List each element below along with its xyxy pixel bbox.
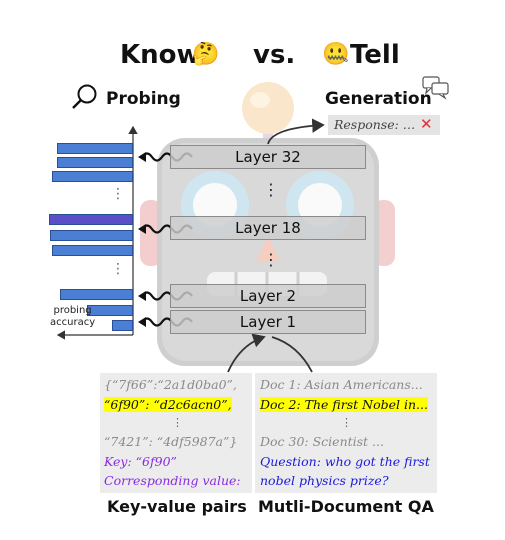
probe-bar-7: [60, 289, 133, 300]
generation-heading: Generation: [325, 89, 432, 109]
qa-question-line-2: nobel physics prize?: [260, 473, 389, 488]
qa-question-line-1: Question: who got the first: [260, 454, 430, 469]
multi-doc-qa-panel: Doc 1: Asian Americans... Doc 2: The fir…: [255, 373, 437, 493]
probe-bar-3: [52, 171, 133, 182]
qa-line-1: Doc 1: Asian Americans...: [260, 377, 423, 392]
probe-bar-2: [57, 157, 133, 168]
layer-2: Layer 2: [170, 284, 366, 308]
kv-line-1: {“7f66”:“2a1d0ba0”,: [104, 377, 237, 392]
probe-bar-4: [49, 214, 133, 225]
kv-key-query: Key: “6f90”: [104, 454, 177, 469]
layer-32: Layer 32: [170, 145, 366, 169]
magnifier-icon: [72, 84, 97, 109]
layer-ellipsis-top: ⋮: [263, 180, 279, 199]
kv-value-prompt: Corresponding value:: [104, 473, 241, 488]
kv-line-3: “7421”: “4df5987a”}: [104, 434, 238, 449]
response-box: Response: … ✕: [328, 115, 440, 135]
wrong-x-icon: ✕: [420, 115, 433, 133]
qa-line-2-highlighted: Doc 2: The first Nobel in...: [260, 397, 428, 412]
title-know: Know: [120, 40, 201, 70]
probing-axis-label-line1: probing: [53, 305, 92, 316]
layer-ellipsis-bottom: ⋮: [263, 250, 279, 269]
response-label: Response: …: [334, 117, 416, 132]
probing-axis-label-line2: accuracy: [50, 317, 96, 328]
layer-1: Layer 1: [170, 310, 366, 334]
probe-bar-9: [112, 320, 133, 331]
kv-line-2-highlighted: “6f90”: “d2c6acn0”,: [104, 397, 232, 412]
title-tell: Tell: [350, 40, 400, 70]
probe-bar-6: [52, 245, 133, 256]
probe-bar-5: [50, 230, 133, 241]
thinking-face-icon: 🤔: [192, 42, 220, 67]
probe-ellipsis-top: ⋮: [111, 186, 125, 202]
probing-axis-label: probing accuracy: [50, 305, 95, 329]
kv-ellipsis: ⋮: [172, 416, 183, 429]
title-vs: vs.: [253, 40, 296, 70]
key-value-panel: {“7f66”:“2a1d0ba0”, “6f90”: “d2c6acn0”, …: [100, 373, 252, 493]
probe-ellipsis-bottom: ⋮: [111, 261, 125, 277]
multi-doc-qa-caption: Mutli-Document QA: [258, 497, 434, 516]
key-value-caption: Key-value pairs: [107, 497, 247, 516]
qa-ellipsis: ⋮: [341, 416, 352, 429]
layer-18: Layer 18: [170, 216, 366, 240]
qa-line-3: Doc 30: Scientist ...: [260, 434, 384, 449]
speech-bubbles-icon: [422, 76, 449, 100]
probe-bar-1: [57, 143, 133, 154]
zipper-mouth-face-icon: 🤐: [322, 42, 350, 67]
probing-heading: Probing: [106, 89, 181, 109]
probe-bar-8: [87, 305, 133, 316]
